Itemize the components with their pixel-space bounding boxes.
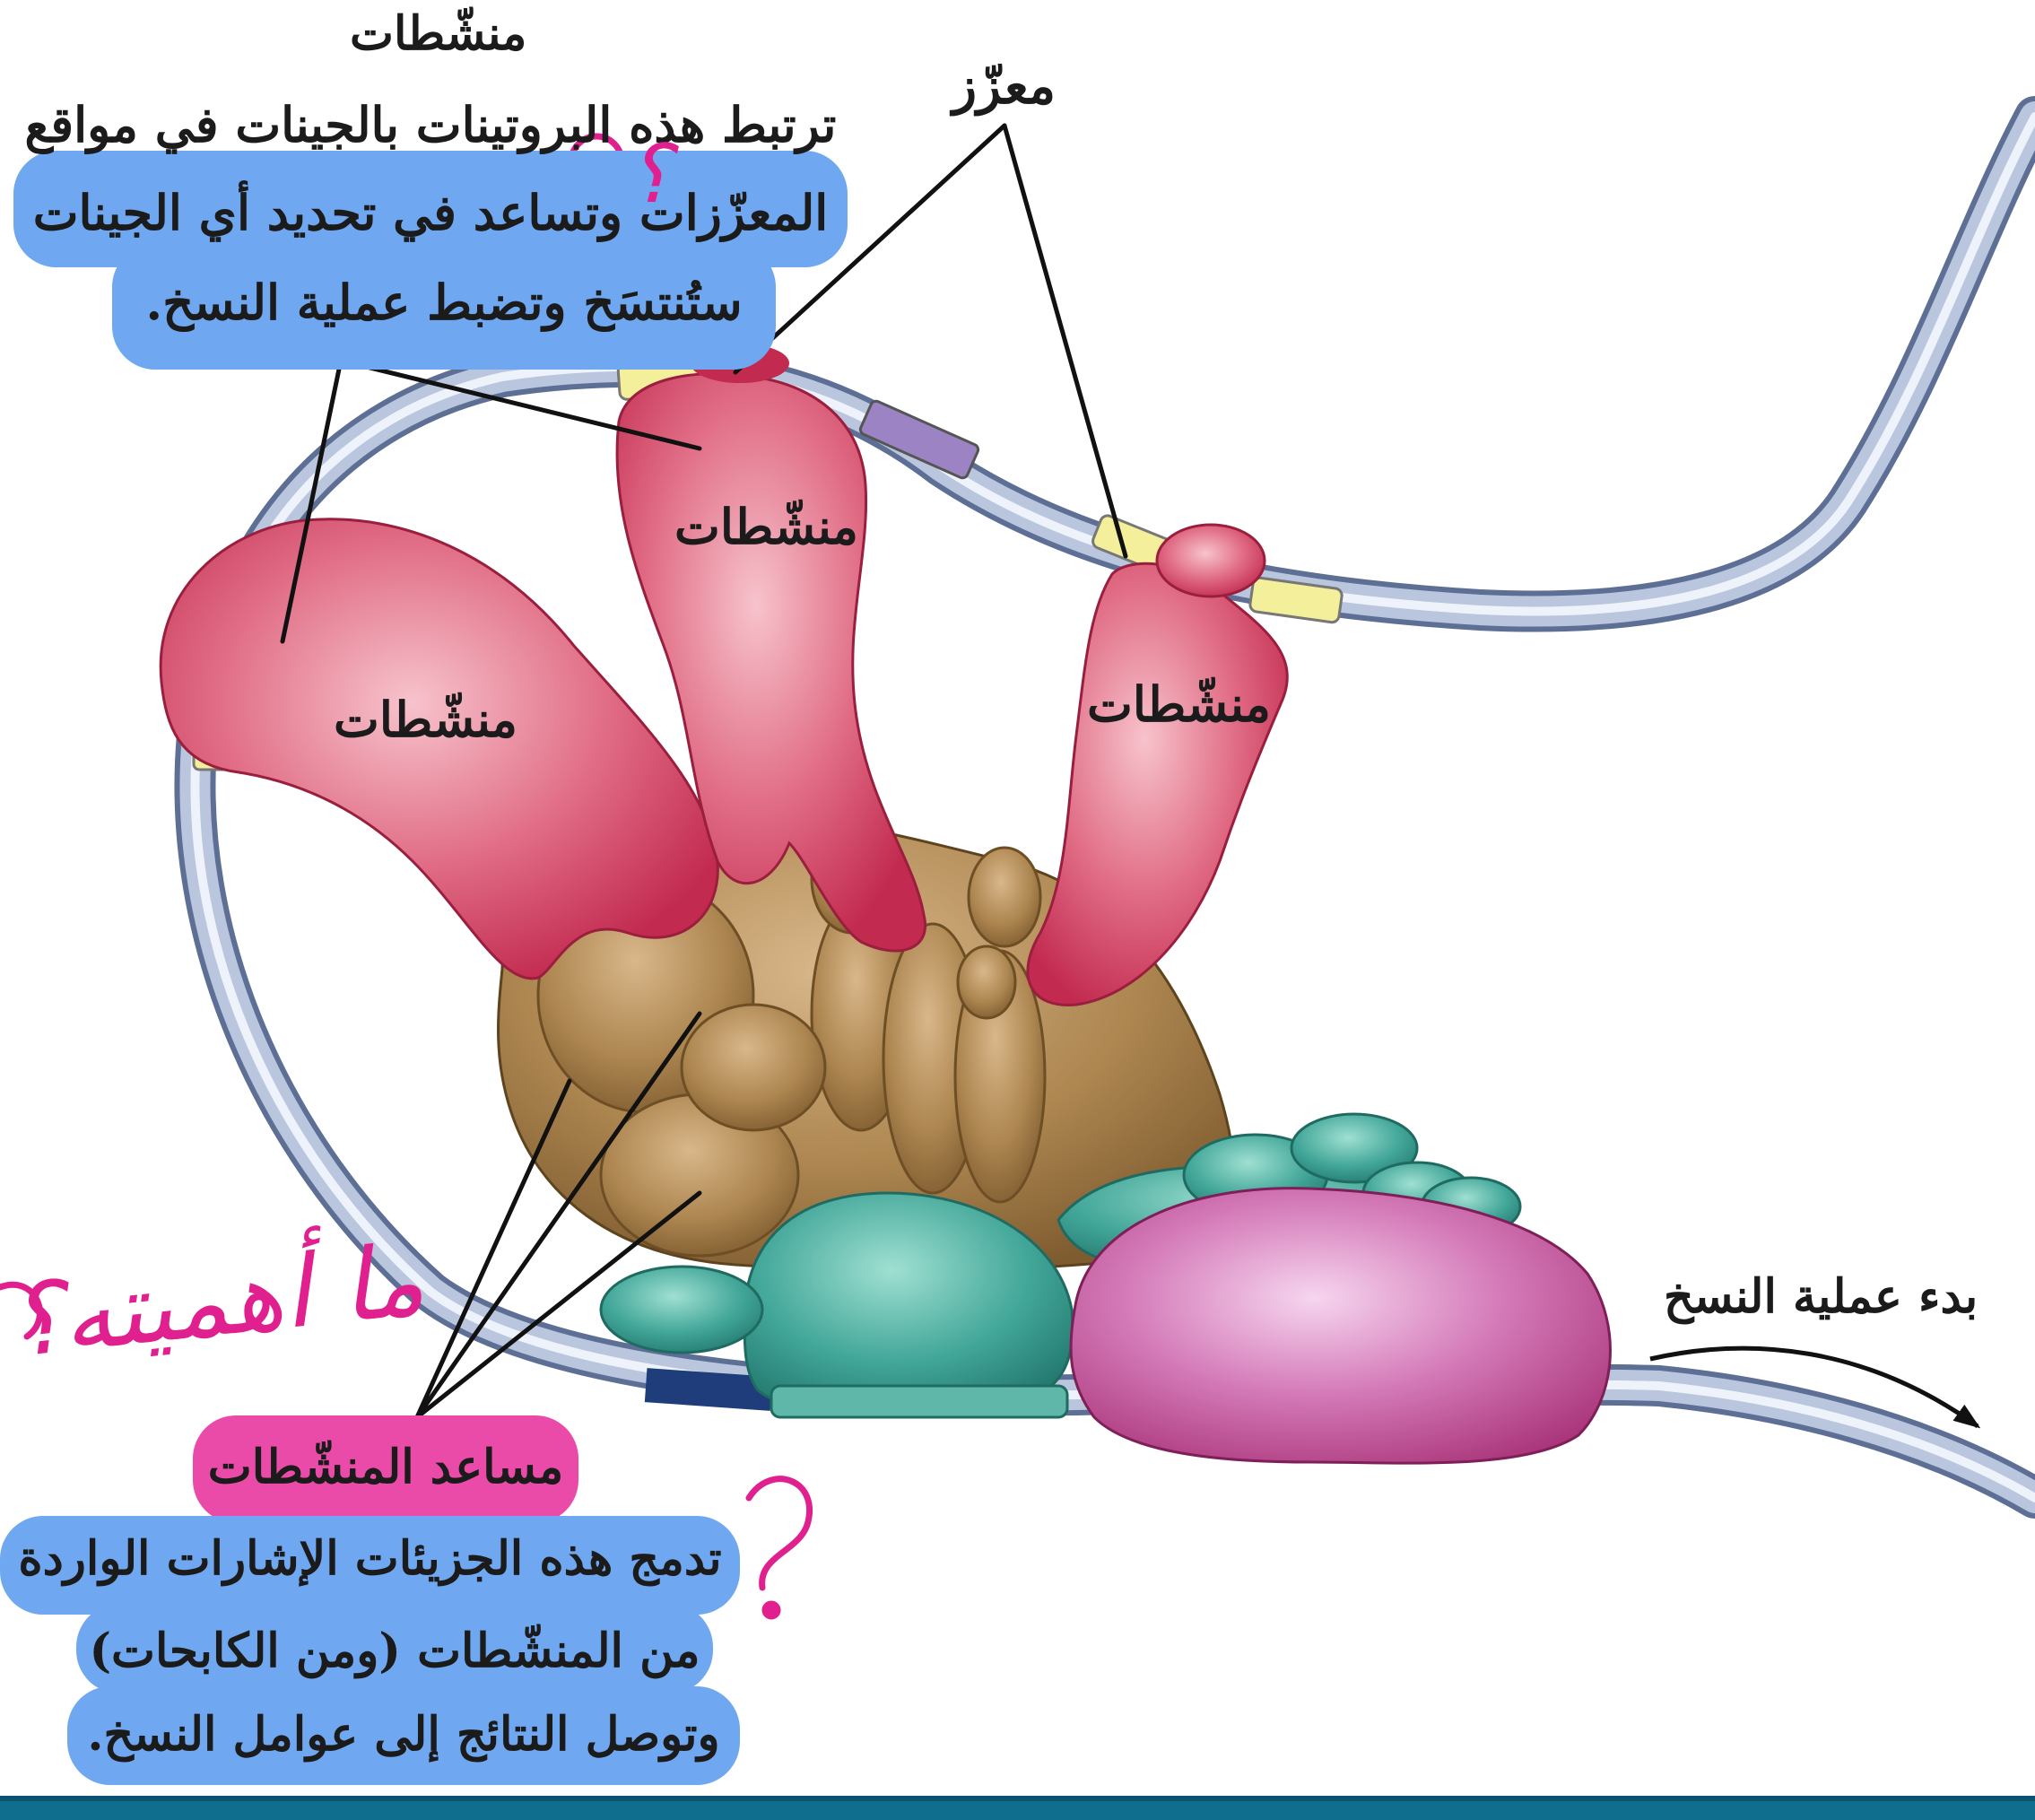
- activators-desc-line-1: ترتبط هذه البروتينات بالجينات في مواقع: [18, 100, 843, 149]
- activators-title: منشّطات: [350, 11, 526, 57]
- activator-label-middle: منشّطات: [674, 502, 858, 551]
- activator-label-left: منشّطات: [334, 695, 517, 744]
- activators-desc-line-2: المعزّزات وتساعد في تحديد أي الجينات: [18, 188, 843, 237]
- start-transcription-label: بدء عملية النسخ: [1664, 1274, 1978, 1320]
- enhancer-label: معزّز: [952, 61, 1056, 111]
- coactivator-desc-line-3: وتوصل النتائج إلى عوامل النسخ.: [67, 1711, 740, 1758]
- coactivator-desc-line-1: تدمج هذه الجزيئات الإشارات الواردة: [0, 1536, 740, 1582]
- activator-label-right: منشّطات: [1087, 680, 1271, 728]
- coactivator-desc-line-2: من المنشّطات (ومن الكابحات): [76, 1628, 713, 1675]
- activator-left-shape: [161, 519, 717, 979]
- rna-polymerase: [1071, 1189, 1610, 1464]
- activators-desc-line-3: ستُنتسَخ وتضبط عملية النسخ.: [121, 278, 767, 327]
- bottom-frame-bar: [0, 1801, 2035, 1820]
- handwritten-question-mark: ؟: [628, 135, 671, 215]
- coactivator-label: مساعد المنشّطات: [193, 1444, 578, 1491]
